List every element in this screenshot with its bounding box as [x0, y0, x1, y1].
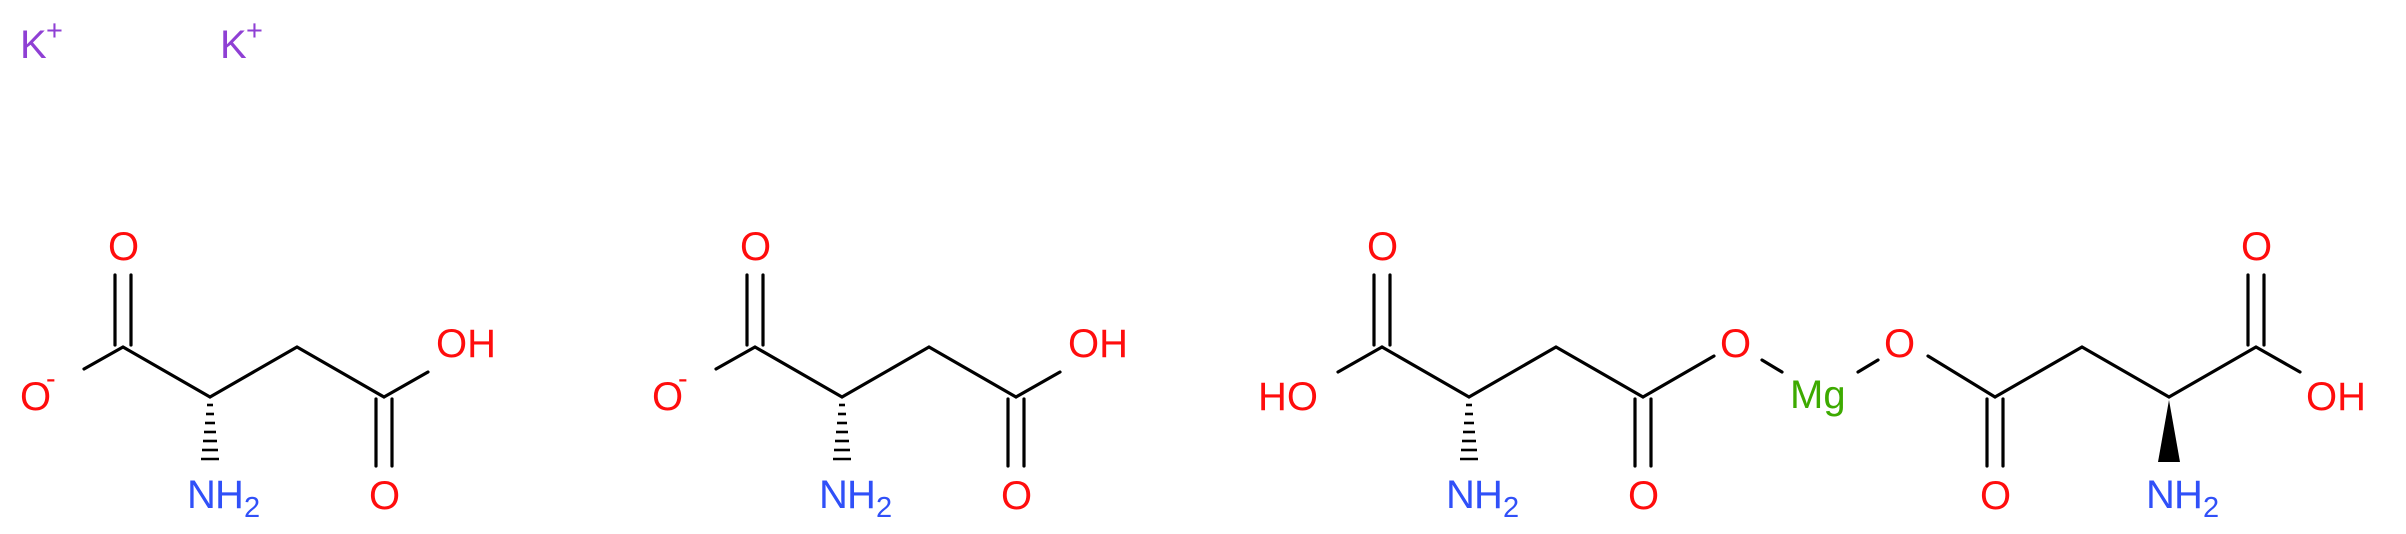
positive-charge: + — [46, 15, 63, 47]
potassium-symbol: K — [20, 23, 47, 67]
hydroxyl-group: HO — [1258, 375, 1318, 419]
bond-ch2-calpha — [2080, 345, 2171, 399]
oxygen-anion-atom: O — [20, 375, 51, 419]
negative-charge: - — [46, 363, 56, 395]
hashed-wedge-bond — [833, 403, 851, 461]
oxygen-link-atom: O — [1720, 322, 1751, 366]
hashed-wedge-bond — [201, 403, 219, 461]
bond-o-mg — [1760, 358, 1784, 374]
hydrogen-count: 2 — [1503, 492, 1519, 524]
amine-group: N H 2 — [187, 473, 260, 524]
bond-calpha-ch2 — [208, 345, 299, 399]
bond-c4-oh — [1014, 370, 1062, 399]
bond-calpha-ch2 — [840, 345, 931, 399]
nitrogen-atom: N — [2146, 473, 2175, 517]
oxygen-atom: O — [740, 225, 771, 269]
hydrogen-count: 2 — [876, 492, 892, 524]
hydrogen-count: 2 — [244, 492, 260, 524]
hydroxyl-group: OH — [2306, 375, 2366, 419]
bond-carboxylate — [714, 345, 757, 371]
bond-c-oh — [2254, 345, 2302, 374]
aspartate-anion-2: O O - OH O N H 2 — [652, 225, 1128, 524]
bond-ch2-c4 — [1554, 345, 1645, 399]
bond-mg-o — [1856, 358, 1880, 374]
hydroxyl-group: OH — [436, 322, 496, 366]
nitrogen-atom: N — [1446, 473, 1475, 517]
bond-olink-c4 — [1926, 354, 1997, 399]
oxygen-atom: O — [2241, 225, 2272, 269]
amine-group: N H 2 — [2146, 473, 2219, 524]
bond-ch2-c4 — [295, 345, 386, 399]
oxygen-atom: O — [1001, 474, 1032, 518]
potassium-ion-2: K + — [220, 15, 263, 67]
potassium-ion-1: K + — [20, 15, 63, 67]
bond-carboxylate — [82, 345, 125, 371]
nitrogen-atom: N — [819, 473, 848, 517]
oxygen-anion-atom: O — [652, 375, 683, 419]
bond-c4-oh — [382, 370, 430, 399]
potassium-symbol: K — [220, 23, 247, 67]
hydrogen-atom: H — [2174, 473, 2203, 517]
oxygen-atom: O — [1367, 225, 1398, 269]
oxygen-atom: O — [108, 225, 139, 269]
bond-c4-olink — [1641, 354, 1716, 399]
bond-ch2-c4 — [927, 345, 1018, 399]
bond-calpha-ch2 — [1467, 345, 1558, 399]
hydrogen-count: 2 — [2203, 492, 2219, 524]
bond-c-calpha — [1380, 345, 1471, 399]
hydrogen-atom: H — [215, 473, 244, 517]
hydrogen-atom: H — [1474, 473, 1503, 517]
hashed-wedge-bond — [1460, 403, 1478, 461]
magnesium-atom: Mg — [1790, 373, 1846, 417]
hydrogen-atom: H — [847, 473, 876, 517]
magnesium-aspartate-complex: HO O O O N H 2 Mg O O O OH N H 2 — [1258, 225, 2366, 524]
oxygen-atom: O — [1980, 474, 2011, 518]
nitrogen-atom: N — [187, 473, 216, 517]
bond-c-calpha — [753, 345, 844, 399]
negative-charge: - — [678, 363, 688, 395]
oxygen-atom: O — [1628, 474, 1659, 518]
bond-c4-ch2 — [1993, 345, 2084, 399]
bond-c-calpha — [121, 345, 212, 399]
solid-wedge-bond — [2158, 400, 2180, 462]
amine-group: N H 2 — [1446, 473, 1519, 524]
bond-calpha-c — [2167, 345, 2258, 399]
positive-charge: + — [246, 15, 263, 47]
bond-ho-c — [1336, 345, 1384, 374]
aspartate-anion-1: O O - OH O N H 2 — [20, 225, 496, 524]
amine-group: N H 2 — [819, 473, 892, 524]
oxygen-atom: O — [369, 474, 400, 518]
oxygen-link-atom: O — [1884, 322, 1915, 366]
hydroxyl-group: OH — [1068, 322, 1128, 366]
